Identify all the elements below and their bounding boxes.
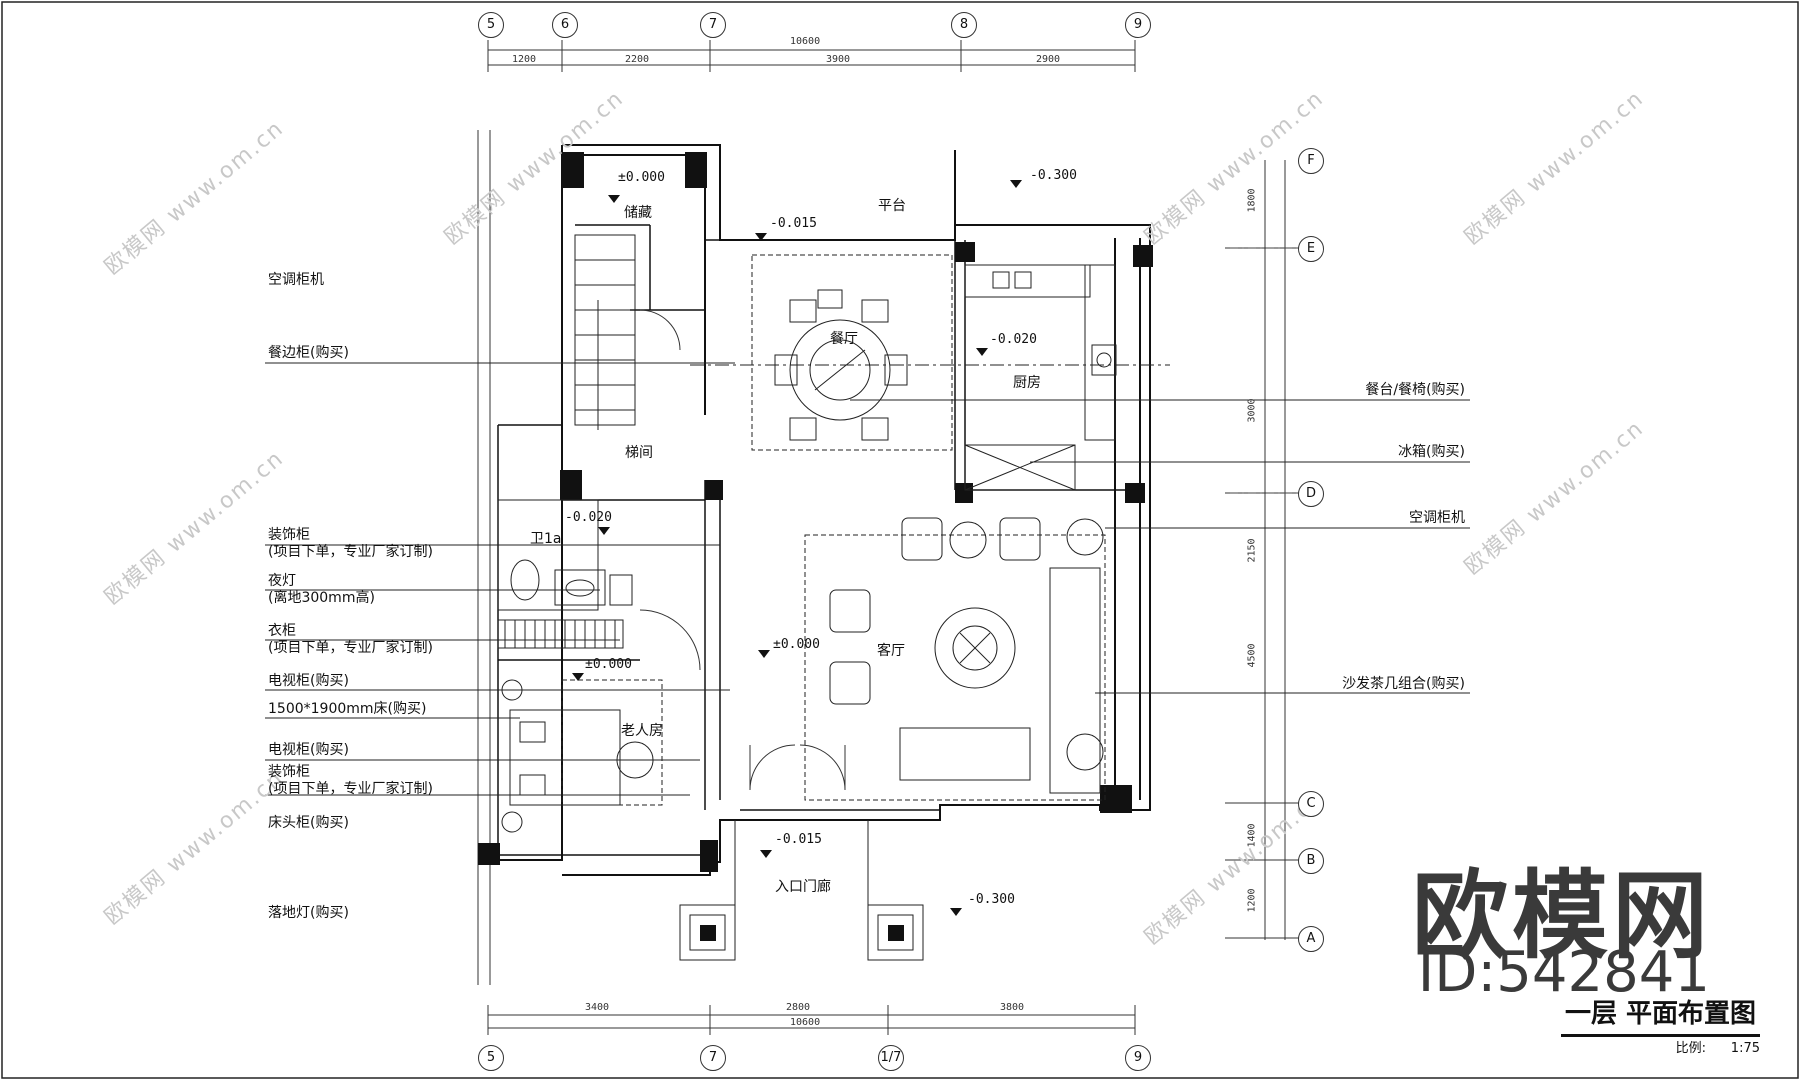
scale-value: 1:75	[1730, 1041, 1760, 1056]
axis-bubble-top: 9	[1125, 12, 1151, 38]
dimension-total-top: 10600	[790, 36, 821, 47]
axis-bubble-right: D	[1298, 481, 1324, 507]
callout-right: 餐台/餐椅(购买)	[1365, 382, 1465, 398]
scale-note: 比例: 1:75	[1676, 1037, 1760, 1056]
room-label-bath: 卫1a	[530, 531, 562, 547]
elevation-bath: -0.020	[565, 510, 612, 525]
brand-name: 欧模网	[1412, 860, 1712, 972]
axis-bubble-bottom: 1/7	[878, 1045, 904, 1071]
dimension-total-bottom: 10600	[790, 1017, 821, 1028]
axis-bubble-right: B	[1298, 848, 1324, 874]
entry-pillars	[700, 925, 904, 941]
callout-leaders	[265, 362, 1470, 796]
callout-right: 冰箱(购买)	[1398, 444, 1465, 460]
elder-room-furniture	[497, 619, 663, 833]
callout-right: 空调柜机	[1409, 510, 1465, 526]
brand-id: ID:542841	[1417, 940, 1710, 1005]
room-label-elder: 老人房	[621, 723, 663, 739]
interior-walls	[497, 224, 1140, 860]
callout-left: 落地灯(购买)	[268, 905, 349, 921]
axis-bubble-right: A	[1298, 926, 1324, 952]
callout-left: 衣柜 (项目下单，专业厂家订制)	[268, 623, 433, 656]
callout-left: 电视柜(购买)	[268, 673, 349, 689]
dimension-right: 2150	[1246, 538, 1258, 563]
living-room-furniture	[804, 517, 1106, 801]
room-label-dining: 餐厅	[830, 331, 858, 347]
elevation-outside: -0.300	[968, 892, 1015, 907]
door-swings	[639, 309, 846, 791]
axis-bubble-top: 7	[700, 12, 726, 38]
top-dimension-lines	[487, 40, 1136, 72]
callout-right: 沙发茶几组合(购买)	[1342, 676, 1465, 692]
room-label-platform: 平台	[878, 198, 906, 214]
elevation-storage: ±0.000	[618, 170, 665, 185]
dimension-bottom: 3800	[1000, 1002, 1025, 1013]
elevation-markers	[572, 180, 1022, 916]
dimension-top: 2900	[1036, 54, 1061, 65]
axis-bubble-bottom: 5	[478, 1045, 504, 1071]
axis-bubble-right: C	[1298, 791, 1324, 817]
elevation-platform: -0.300	[1030, 168, 1077, 183]
callout-left: 夜灯 (离地300mm高)	[268, 573, 375, 606]
dimension-top: 1200	[512, 54, 537, 65]
elevation-elder: ±0.000	[585, 657, 632, 672]
callout-left: 餐边柜(购买)	[268, 345, 349, 361]
dimension-top: 3900	[826, 54, 851, 65]
callout-left: 空调柜机	[268, 272, 324, 288]
axis-bubble-top: 6	[552, 12, 578, 38]
entry-porch	[679, 820, 924, 961]
bathroom-fixtures	[497, 499, 633, 611]
dimension-bottom: 2800	[786, 1002, 811, 1013]
elevation-living: ±0.000	[773, 637, 820, 652]
axis-bubble-right: F	[1298, 148, 1324, 174]
callout-left: 床头柜(购买)	[268, 815, 349, 831]
dimension-top: 2200	[625, 54, 650, 65]
elevation-dining: -0.015	[770, 216, 817, 231]
axis-bubble-top: 5	[478, 12, 504, 38]
kitchen-counters	[964, 264, 1117, 491]
elevation-entry: -0.015	[775, 832, 822, 847]
axis-bubble-bottom: 7	[700, 1045, 726, 1071]
room-label-kitchen: 厨房	[1013, 375, 1041, 391]
dining-table-set	[751, 254, 953, 451]
room-label-living: 客厅	[877, 643, 905, 659]
drawing-title: 一层 平面布置图	[1560, 993, 1760, 1037]
room-label-entry: 入口门廊	[775, 879, 831, 895]
dimension-right: 3000	[1246, 398, 1258, 423]
axis-bubble-top: 8	[951, 12, 977, 38]
staircase	[574, 234, 636, 430]
dimension-right: 1400	[1246, 823, 1258, 848]
callout-left: 装饰柜 (项目下单，专业厂家订制)	[268, 527, 433, 560]
elevation-kitchen: -0.020	[990, 332, 1037, 347]
callout-left: 装饰柜 (项目下单，专业厂家订制)	[268, 764, 433, 797]
dimension-right: 1800	[1246, 188, 1258, 213]
left-dimension-lines	[477, 130, 491, 985]
callout-left: 电视柜(购买)	[268, 742, 349, 758]
axis-bubble-bottom: 9	[1125, 1045, 1151, 1071]
room-label-storage: 储藏	[624, 205, 652, 221]
room-label-stair: 梯间	[625, 445, 653, 461]
dimension-bottom: 3400	[585, 1002, 610, 1013]
dimension-right: 4500	[1246, 643, 1258, 668]
axis-bubble-right: E	[1298, 236, 1324, 262]
callout-left: 1500*1900mm床(购买)	[268, 701, 427, 717]
scale-label: 比例:	[1675, 1041, 1706, 1056]
bottom-dimension-lines	[487, 1005, 1136, 1035]
grid-lines	[1230, 247, 1300, 494]
dimension-right: 1200	[1246, 888, 1258, 913]
